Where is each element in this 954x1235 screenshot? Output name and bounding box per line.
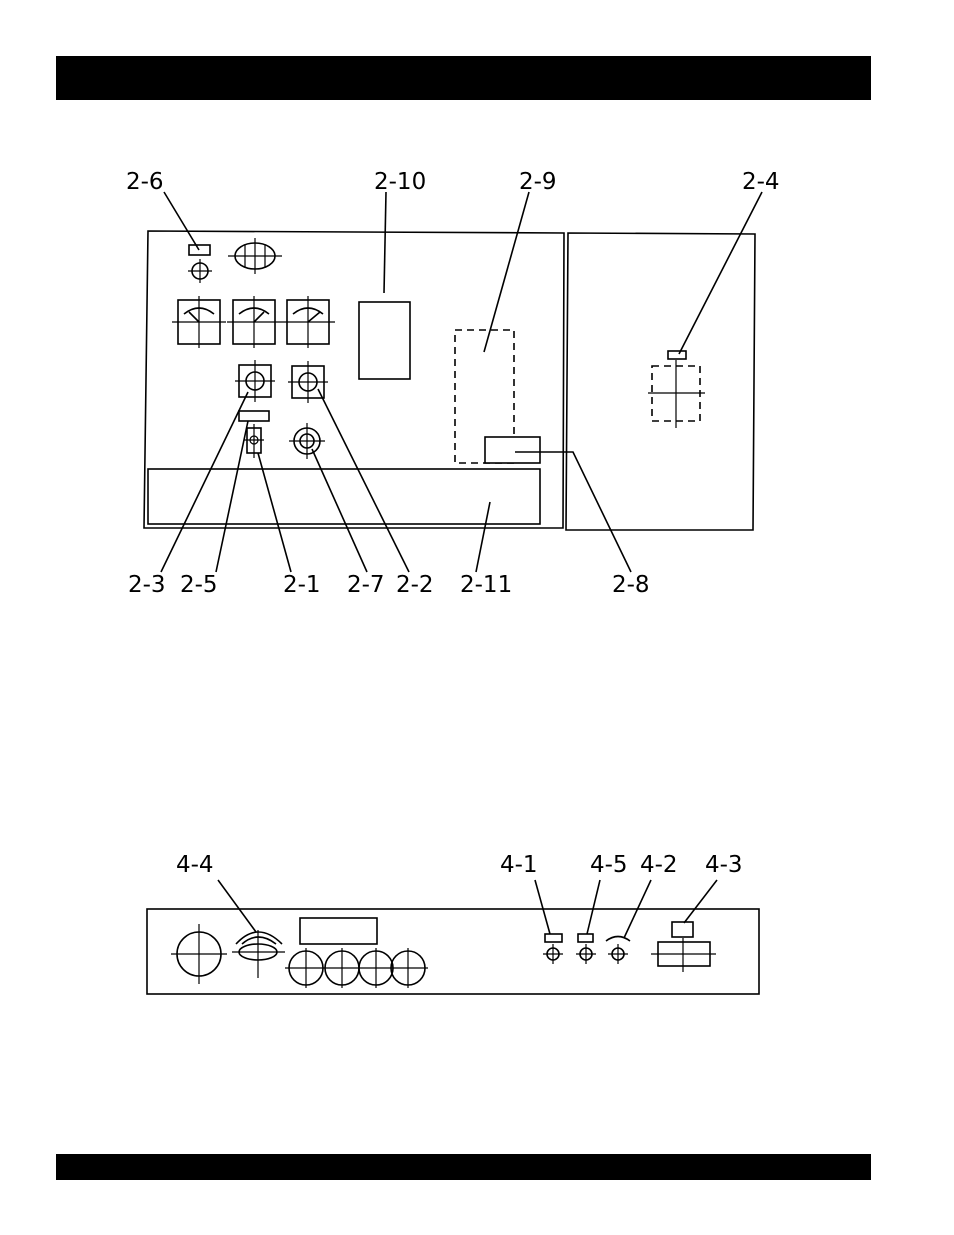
lamp-4-5 (578, 934, 593, 942)
lamp-2-4 (668, 351, 686, 359)
callout-2-1: 2-1 (283, 572, 321, 598)
lamp-2-5 (239, 411, 269, 421)
footer-bar (56, 1154, 871, 1180)
callout-2-5: 2-5 (180, 572, 218, 598)
switch-2-3 (235, 360, 275, 402)
callout-2-8: 2-8 (612, 572, 650, 598)
callout-2-6: 2-6 (126, 169, 164, 195)
meter-1 (172, 296, 226, 348)
callout-2-9: 2-9 (519, 169, 557, 195)
receptacle-row (285, 948, 428, 988)
right-panel-outline (566, 233, 755, 530)
callout-4-1: 4-1 (500, 852, 538, 878)
leader-2-7 (312, 449, 367, 572)
meter-2 (227, 296, 281, 348)
display-box (300, 918, 377, 944)
component-2-8 (485, 437, 540, 463)
upper-panel: 2-6 2-10 2-9 2-4 2-3 2-5 2-1 2-7 2-2 2-1… (126, 169, 780, 598)
leader-2-1 (258, 453, 291, 572)
leader-4-5 (587, 880, 600, 934)
callout-2-2: 2-2 (396, 572, 434, 598)
lower-panel: 4-4 4-1 4-5 4-2 4-3 (147, 852, 759, 994)
leader-2-10 (384, 192, 386, 293)
callout-4-2: 4-2 (640, 852, 678, 878)
leader-2-8 (515, 452, 631, 572)
callout-2-3: 2-3 (128, 572, 166, 598)
button-2-7 (289, 423, 325, 459)
callout-4-3: 4-3 (705, 852, 743, 878)
leader-4-4 (218, 880, 256, 932)
leader-2-11 (476, 502, 490, 572)
lamp-4-3 (672, 922, 693, 937)
selector-4-4 (232, 930, 285, 978)
leader-4-1 (535, 880, 550, 934)
callout-2-7: 2-7 (347, 572, 385, 598)
lamp-4-1 (545, 934, 562, 942)
component-2-10 (359, 302, 410, 379)
leader-2-6 (164, 192, 199, 250)
callout-4-5: 4-5 (590, 852, 628, 878)
callout-4-4: 4-4 (176, 852, 214, 878)
dial-4-2 (606, 937, 630, 942)
leader-4-3 (684, 880, 717, 923)
meter-3 (281, 296, 335, 348)
leader-2-5 (216, 421, 248, 572)
leader-2-9 (484, 192, 529, 352)
leader-2-4 (679, 192, 762, 354)
callout-2-10: 2-10 (374, 169, 426, 195)
callout-2-11: 2-11 (460, 572, 512, 598)
leader-2-2 (318, 389, 409, 572)
indicator-lamp-2-6 (189, 245, 210, 255)
callout-2-4: 2-4 (742, 169, 780, 195)
